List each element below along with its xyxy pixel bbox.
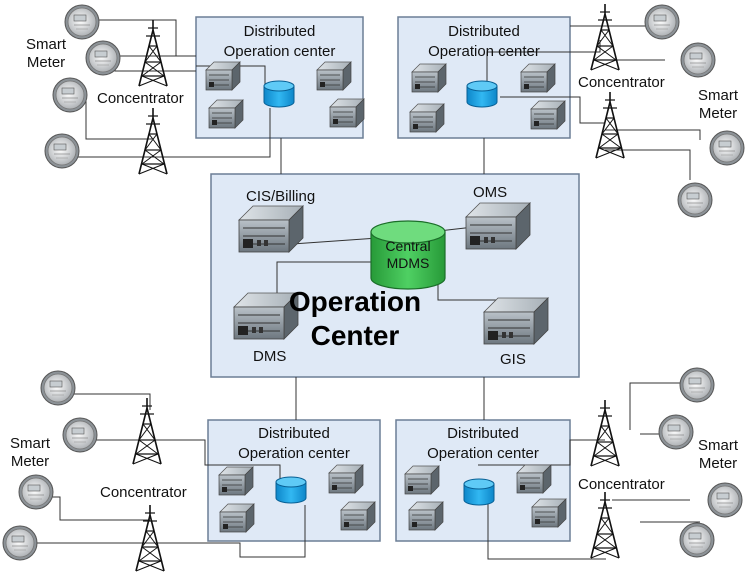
- smart-meter-icon: [62, 417, 98, 453]
- concentrator-tower-top-left-2: [138, 107, 168, 175]
- concentrator-tower-bottom-right-2: [590, 491, 620, 559]
- concentrator-tower-bottom-left-2: [135, 504, 165, 572]
- dms-label: DMS: [253, 348, 287, 365]
- smart-meter-icon: [707, 482, 743, 518]
- server-icon: [219, 503, 255, 533]
- oms-server-icon: [465, 202, 531, 250]
- database-icon: [463, 478, 495, 506]
- server-icon: [531, 498, 567, 528]
- smart-meter-icon: [40, 370, 76, 406]
- server-icon: [328, 464, 364, 494]
- concentrator-tower-top-right-1: [590, 3, 620, 71]
- smart-meter-icon: [679, 522, 715, 558]
- distributed-title-bottom-right: Distributed Operation center: [427, 425, 539, 462]
- concentrator-label-top-right: Concentrator: [578, 74, 665, 91]
- concentrator-tower-top-left-1: [138, 19, 168, 87]
- concentrator-label-bottom-right: Concentrator: [578, 476, 665, 493]
- server-icon: [408, 501, 444, 531]
- server-icon: [520, 63, 556, 93]
- central-mdms-database-icon: [370, 220, 446, 290]
- server-icon: [411, 63, 447, 93]
- database-icon: [263, 80, 295, 108]
- server-icon: [516, 464, 552, 494]
- database-icon: [275, 476, 307, 504]
- smart-meter-icon: [64, 4, 100, 40]
- smart-meter-label-top-right: Smart Meter: [697, 87, 738, 122]
- server-icon: [218, 466, 254, 496]
- smart-meter-icon: [680, 42, 716, 78]
- server-icon: [329, 98, 365, 128]
- concentrator-tower-bottom-left-1: [132, 397, 162, 465]
- smart-meter-icon: [679, 367, 715, 403]
- concentrator-tower-top-right-2: [595, 91, 625, 159]
- server-icon: [316, 61, 352, 91]
- central-mdms-label: Central MDMS: [385, 238, 431, 271]
- concentrator-label-top-left: Concentrator: [97, 90, 184, 107]
- smart-meter-icon: [2, 525, 38, 561]
- smart-meter-icon: [85, 40, 121, 76]
- gis-label: GIS: [500, 351, 526, 368]
- server-icon: [205, 61, 241, 91]
- cis-billing-label: CIS/Billing: [246, 188, 316, 205]
- gis-server-icon: [483, 297, 549, 345]
- distributed-title-top-right: Distributed Operation center: [428, 23, 540, 60]
- smart-meter-icon: [709, 130, 745, 166]
- smart-meter-icon: [18, 474, 54, 510]
- server-icon: [530, 100, 566, 130]
- concentrator-tower-bottom-right-1: [590, 399, 620, 467]
- smart-meter-icon: [44, 133, 80, 169]
- smart-meter-label-top-left: Smart Meter: [25, 36, 66, 71]
- smart-meter-label-bottom-left: Smart Meter: [9, 435, 50, 470]
- smart-meter-icon: [677, 182, 713, 218]
- smart-meter-icon: [658, 414, 694, 450]
- smart-meter-label-bottom-right: Smart Meter: [697, 437, 738, 472]
- server-icon: [409, 103, 445, 133]
- distributed-title-top-left: Distributed Operation center: [223, 23, 336, 60]
- database-icon: [466, 80, 498, 108]
- distributed-title-bottom-left: Distributed Operation center: [238, 425, 350, 462]
- server-icon: [404, 465, 440, 495]
- cis-billing-server-icon: [238, 205, 304, 253]
- smart-meter-icon: [644, 4, 680, 40]
- server-icon: [208, 99, 244, 129]
- oms-label: OMS: [473, 184, 508, 201]
- server-icon: [340, 501, 376, 531]
- smart-meter-icon: [52, 77, 88, 113]
- concentrator-label-bottom-left: Concentrator: [100, 484, 187, 501]
- operation-center-title: Operation Center: [288, 286, 422, 351]
